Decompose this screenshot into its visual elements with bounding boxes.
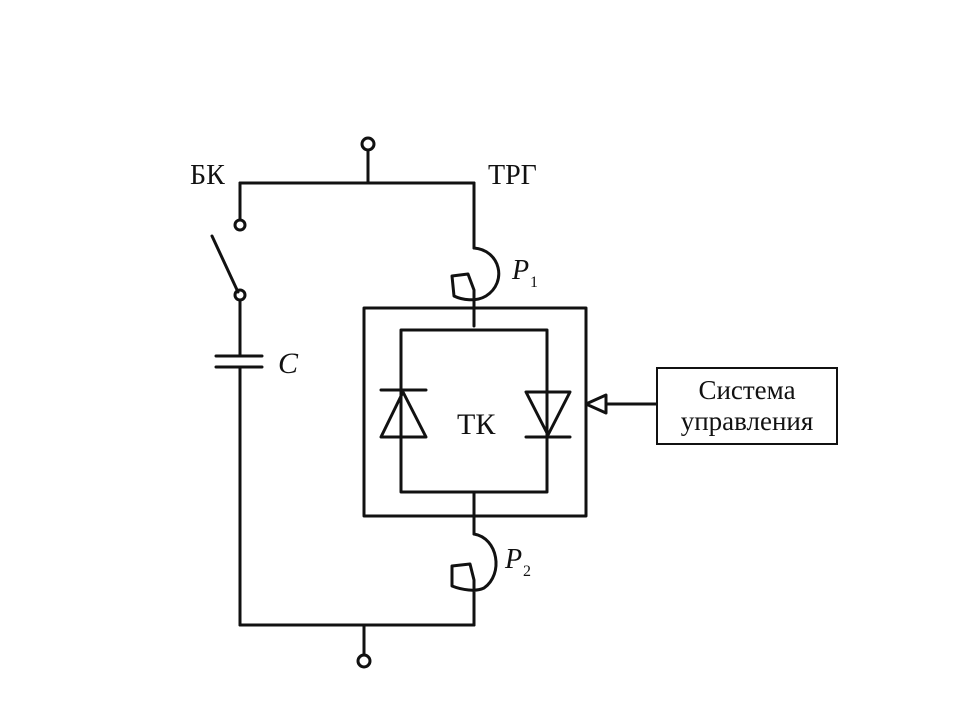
label-reactor-1-subscript: 1 [530, 274, 538, 291]
label-battery-key: БК [190, 160, 225, 191]
control-arrow-head [584, 393, 608, 415]
switch-upper-contact [233, 218, 247, 232]
switch-blade [210, 234, 240, 294]
bottom-terminal [356, 653, 372, 669]
thyristor-2-triangle [524, 390, 572, 437]
label-reactor-group: ТРГ [488, 160, 537, 191]
label-reactor-2: P [504, 544, 522, 575]
labels-group: БК ТРГ C P 1 P 2 ТК [190, 160, 538, 580]
reactor-2-coil [450, 532, 498, 627]
label-thyristor-key: ТК [457, 408, 496, 441]
label-capacitor: C [278, 347, 299, 380]
thyristor-1-triangle [379, 390, 428, 439]
label-reactor-2-subscript: 2 [523, 563, 531, 580]
control-system-box: Система управления [656, 367, 838, 445]
top-terminal [360, 136, 376, 152]
control-system-label-line1: Система [698, 375, 796, 405]
label-reactor-1: P [511, 255, 529, 286]
reactor-1-coil [450, 246, 501, 328]
control-system-label-line2: управления [680, 406, 814, 436]
